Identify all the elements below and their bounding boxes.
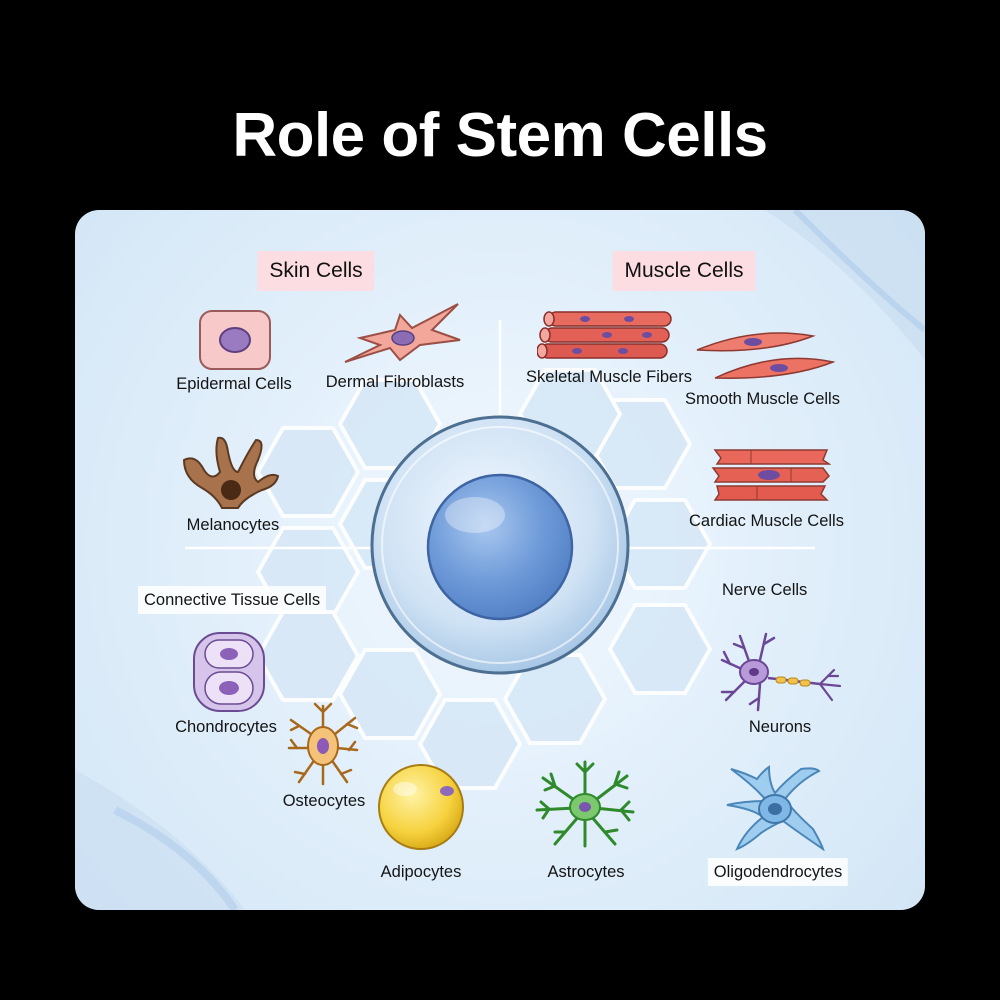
dermal-fibroblast-icon <box>344 303 461 363</box>
adipocyte-icon <box>378 764 464 850</box>
label-dermal-fibroblasts: Dermal Fibroblasts <box>325 373 465 391</box>
label-neurons: Neurons <box>748 718 812 736</box>
label-adipocytes: Adipocytes <box>380 863 462 881</box>
neuron-icon <box>720 632 842 712</box>
honeycomb-background <box>75 210 925 910</box>
chondrocyte-icon <box>193 632 265 712</box>
label-astrocytes: Astrocytes <box>547 863 625 881</box>
astrocyte-icon <box>535 760 635 848</box>
group-header-skin: Skin Cells <box>257 251 375 291</box>
osteocyte-icon <box>287 702 359 786</box>
melanocyte-icon <box>182 436 280 509</box>
diagram-panel: Skin Cells Muscle Cells Epidermal Cells … <box>75 210 925 910</box>
label-smooth-muscle-cells: Smooth Muscle Cells <box>685 390 840 408</box>
stem-cell-icon <box>370 415 630 675</box>
label-melanocytes: Melanocytes <box>186 516 280 534</box>
label-cardiac-muscle-cells: Cardiac Muscle Cells <box>689 512 844 530</box>
page-title: Role of Stem Cells <box>232 101 768 170</box>
epidermal-cell-icon <box>199 310 271 370</box>
label-skeletal-muscle-fibers: Skeletal Muscle Fibers <box>526 368 692 386</box>
skeletal-muscle-icon <box>537 311 672 359</box>
label-epidermal-cells: Epidermal Cells <box>176 375 292 393</box>
label-oligodendrocytes: Oligodendrocytes <box>707 858 849 886</box>
group-header-connective: Connective Tissue Cells <box>138 586 327 614</box>
label-chondrocytes: Chondrocytes <box>175 718 277 736</box>
cardiac-muscle-icon <box>711 449 831 501</box>
group-header-muscle: Muscle Cells <box>612 251 756 291</box>
oligodendrocyte-icon <box>726 765 825 851</box>
group-header-nerve: Nerve Cells <box>722 581 808 599</box>
smooth-muscle-icon <box>696 332 835 379</box>
label-osteocytes: Osteocytes <box>282 792 366 810</box>
